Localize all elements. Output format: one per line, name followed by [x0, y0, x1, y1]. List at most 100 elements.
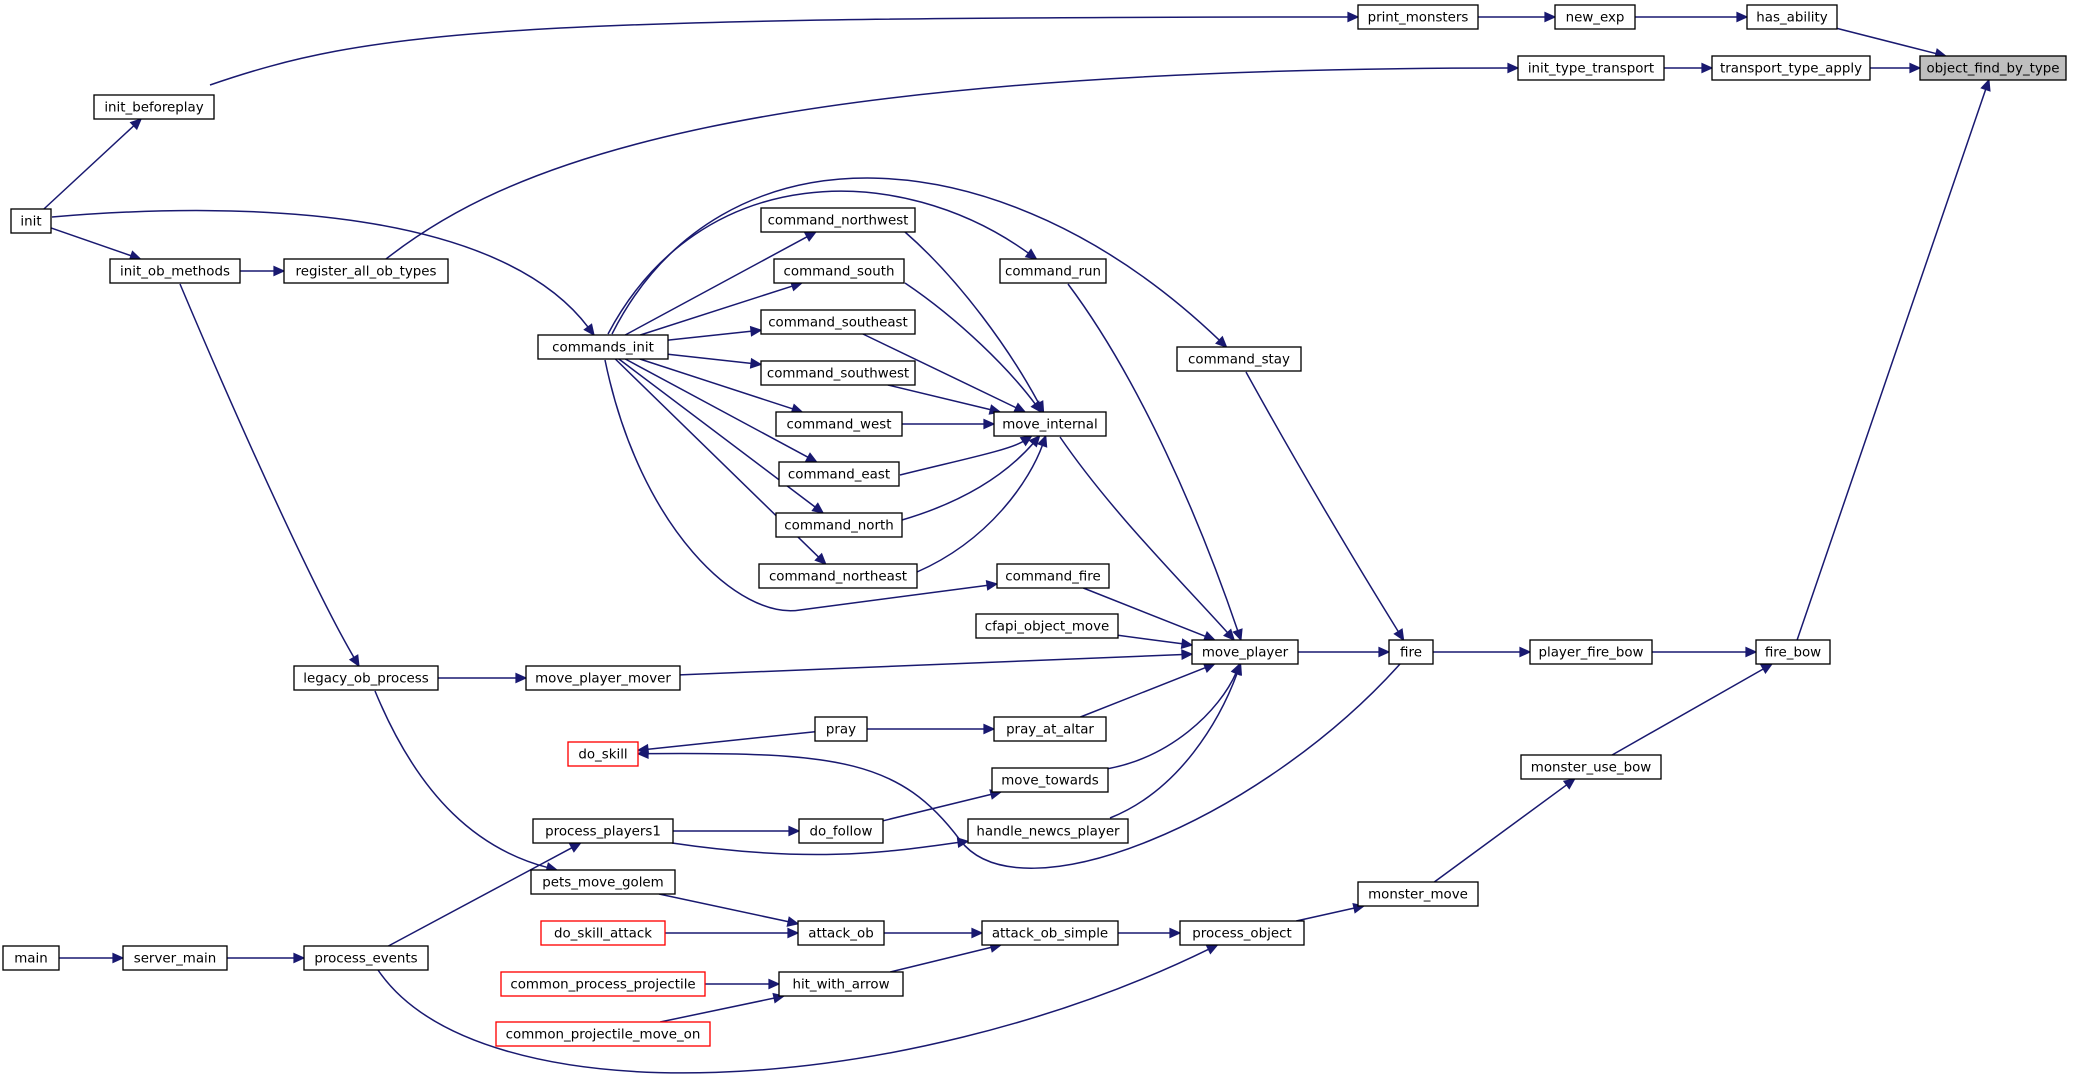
node-box[interactable] [530, 869, 676, 895]
node-command_run[interactable]: command_run [999, 258, 1107, 284]
node-box[interactable] [975, 613, 1119, 639]
node-legacy_ob_process[interactable]: legacy_ob_process [293, 665, 439, 691]
node-command_northwest[interactable]: command_northwest [760, 207, 916, 233]
node-init[interactable]: init [10, 208, 52, 234]
node-box[interactable] [283, 258, 449, 284]
node-fire_bow[interactable]: fire_bow [1755, 639, 1831, 665]
node-hit_with_arrow[interactable]: hit_with_arrow [778, 971, 904, 997]
node-register_all_ob_types[interactable]: register_all_ob_types [283, 258, 449, 284]
node-move_internal[interactable]: move_internal [993, 411, 1107, 437]
node-box[interactable] [1755, 639, 1831, 665]
node-box[interactable] [996, 563, 1110, 589]
node-box[interactable] [1176, 346, 1302, 372]
node-server_main[interactable]: server_main [122, 945, 228, 971]
node-attack_ob_simple[interactable]: attack_ob_simple [981, 920, 1119, 946]
node-box[interactable] [537, 334, 669, 360]
node-has_ability[interactable]: has_ability [1746, 4, 1838, 30]
node-box[interactable] [775, 512, 903, 538]
node-command_west[interactable]: command_west [775, 411, 903, 437]
node-box[interactable] [495, 1021, 711, 1047]
node-command_south[interactable]: command_south [773, 258, 905, 284]
node-pray_at_altar[interactable]: pray_at_altar [993, 716, 1107, 742]
node-move_towards[interactable]: move_towards [991, 767, 1109, 793]
node-box[interactable] [567, 741, 639, 767]
node-box[interactable] [1357, 881, 1479, 907]
node-init_type_transport[interactable]: init_type_transport [1517, 55, 1665, 81]
node-box[interactable] [797, 920, 885, 946]
node-box[interactable] [993, 411, 1107, 437]
node-common_projectile_move_on[interactable]: common_projectile_move_on [495, 1021, 711, 1047]
node-box[interactable] [532, 818, 674, 844]
node-box[interactable] [1520, 754, 1662, 780]
node-common_process_projectile[interactable]: common_process_projectile [500, 971, 706, 997]
node-command_stay[interactable]: command_stay [1176, 346, 1302, 372]
node-box[interactable] [122, 945, 228, 971]
node-box[interactable] [758, 563, 918, 589]
node-box[interactable] [760, 207, 916, 233]
node-object_find_by_type[interactable]: object_find_by_type [1919, 55, 2067, 81]
node-box[interactable] [967, 818, 1129, 844]
node-box[interactable] [2, 945, 60, 971]
node-box[interactable] [1179, 920, 1305, 946]
node-box[interactable] [1554, 4, 1636, 30]
node-new_exp[interactable]: new_exp [1554, 4, 1636, 30]
node-box[interactable] [773, 258, 905, 284]
node-box[interactable] [500, 971, 706, 997]
node-process_players1[interactable]: process_players1 [532, 818, 674, 844]
node-command_east[interactable]: command_east [778, 461, 900, 487]
node-process_events[interactable]: process_events [303, 945, 429, 971]
node-monster_use_bow[interactable]: monster_use_bow [1520, 754, 1662, 780]
node-box[interactable] [999, 258, 1107, 284]
node-attack_ob[interactable]: attack_ob [797, 920, 885, 946]
node-move_player[interactable]: move_player [1191, 639, 1299, 665]
node-box[interactable] [760, 309, 916, 335]
node-monster_move[interactable]: monster_move [1357, 881, 1479, 907]
node-print_monsters[interactable]: print_monsters [1357, 4, 1479, 30]
node-box[interactable] [1357, 4, 1479, 30]
node-command_northeast[interactable]: command_northeast [758, 563, 918, 589]
node-init_beforeplay[interactable]: init_beforeplay [93, 94, 215, 120]
node-transport_type_apply[interactable]: transport_type_apply [1711, 55, 1871, 81]
node-box[interactable] [778, 461, 900, 487]
node-box[interactable] [540, 920, 666, 946]
node-cfapi_object_move[interactable]: cfapi_object_move [975, 613, 1119, 639]
node-box[interactable] [293, 665, 439, 691]
node-box[interactable] [1388, 639, 1434, 665]
node-command_north[interactable]: command_north [775, 512, 903, 538]
node-box[interactable] [109, 258, 241, 284]
node-box[interactable] [775, 411, 903, 437]
node-box[interactable] [93, 94, 215, 120]
node-commands_init[interactable]: commands_init [537, 334, 669, 360]
node-box[interactable] [991, 767, 1109, 793]
node-pray[interactable]: pray [814, 716, 868, 742]
node-pets_move_golem[interactable]: pets_move_golem [530, 869, 676, 895]
node-do_skill[interactable]: do_skill [567, 741, 639, 767]
node-box[interactable] [778, 971, 904, 997]
node-box[interactable] [1711, 55, 1871, 81]
node-box[interactable] [1746, 4, 1838, 30]
node-move_player_mover[interactable]: move_player_mover [525, 665, 681, 691]
node-do_skill_attack[interactable]: do_skill_attack [540, 920, 666, 946]
node-command_southeast[interactable]: command_southeast [760, 309, 916, 335]
node-do_follow[interactable]: do_follow [798, 818, 884, 844]
node-command_southwest[interactable]: command_southwest [760, 360, 916, 386]
node-box[interactable] [525, 665, 681, 691]
node-box[interactable] [303, 945, 429, 971]
node-player_fire_bow[interactable]: player_fire_bow [1529, 639, 1653, 665]
node-box[interactable] [993, 716, 1107, 742]
node-box[interactable] [1529, 639, 1653, 665]
node-command_fire[interactable]: command_fire [996, 563, 1110, 589]
node-box[interactable] [981, 920, 1119, 946]
node-process_object[interactable]: process_object [1179, 920, 1305, 946]
node-box[interactable] [1191, 639, 1299, 665]
node-box[interactable] [798, 818, 884, 844]
node-box[interactable] [814, 716, 868, 742]
node-fire[interactable]: fire [1388, 639, 1434, 665]
node-handle_newcs_player[interactable]: handle_newcs_player [967, 818, 1129, 844]
node-box[interactable] [1517, 55, 1665, 81]
node-box[interactable] [10, 208, 52, 234]
node-init_ob_methods[interactable]: init_ob_methods [109, 258, 241, 284]
node-box[interactable] [1919, 55, 2067, 81]
node-main[interactable]: main [2, 945, 60, 971]
node-box[interactable] [760, 360, 916, 386]
